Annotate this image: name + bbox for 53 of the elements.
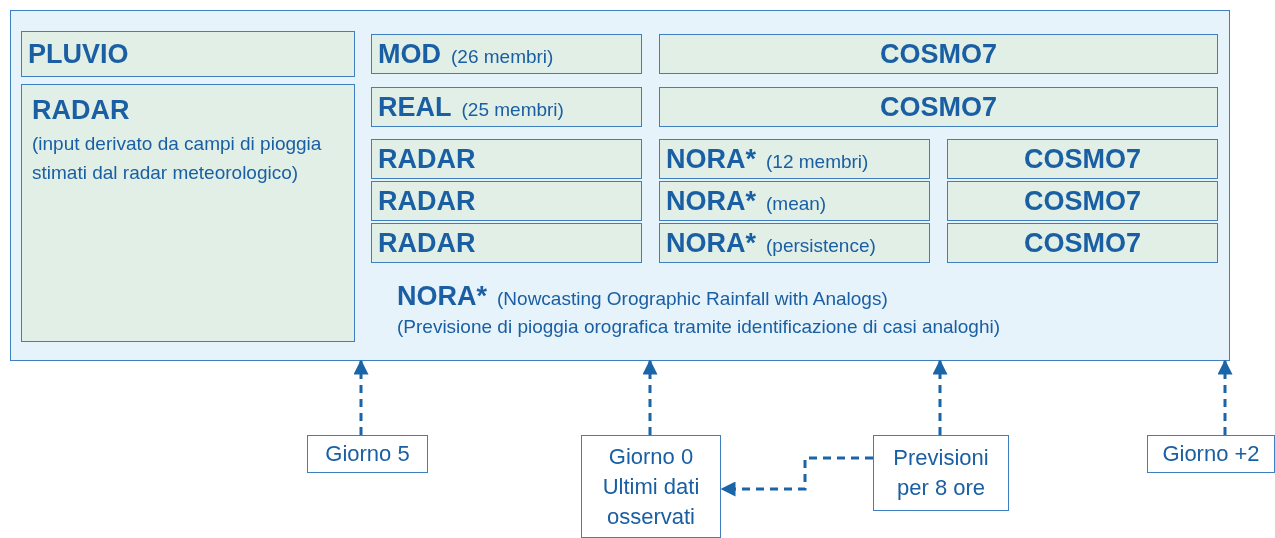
model-box (371, 87, 642, 127)
box-title: COSMO7 (1024, 144, 1141, 174)
dashed-arrow (1217, 359, 1233, 435)
note-title: NORA* (397, 281, 487, 311)
model-box (21, 84, 355, 342)
model-box (659, 139, 930, 179)
model-box (659, 181, 930, 221)
time-label: Giorno 5 (325, 440, 410, 468)
box-title: RADAR (378, 228, 476, 258)
model-box (947, 181, 1218, 221)
box-title: REAL (378, 92, 452, 122)
model-box (371, 34, 642, 74)
time-label-box (307, 435, 428, 473)
box-title: COSMO7 (1024, 228, 1141, 258)
note-text: (Nowcasting Orographic Rainfall with Analogs) (497, 288, 888, 309)
model-chain-panel (10, 10, 1230, 361)
time-label: Previsioni per 8 ore (892, 444, 990, 502)
box-title: RADAR (378, 144, 476, 174)
model-box (371, 139, 642, 179)
model-box (371, 181, 642, 221)
box-title: MOD (378, 39, 441, 69)
model-box (659, 34, 1218, 74)
box-subtitle: (26 membri) (451, 46, 554, 67)
model-box (659, 87, 1218, 127)
box-title: RADAR (378, 186, 476, 216)
model-box (659, 223, 930, 263)
model-box (371, 223, 642, 263)
box-subtitle: (mean) (766, 193, 827, 214)
model-box (947, 223, 1218, 263)
dashed-arrow (932, 359, 948, 435)
box-subtitle: (persistence) (766, 235, 876, 256)
note-text: (Previsione di pioggia orografica tramite identificazione di casi analoghi) (397, 315, 1001, 339)
time-label: Giorno +2 (1162, 440, 1260, 468)
time-label-box (581, 435, 721, 538)
model-box (947, 139, 1218, 179)
box-subtitle: (25 membri) (461, 99, 564, 120)
box-title: COSMO7 (1024, 186, 1141, 216)
box-title: PLUVIO (28, 39, 129, 69)
dashed-arrow (642, 359, 658, 435)
dashed-arrow (720, 456, 873, 497)
box-subtitle: (input derivato da campi di pioggia stimati dal radar meteorologico) (32, 132, 323, 185)
time-label-box (873, 435, 1009, 511)
box-title: COSMO7 (880, 92, 997, 122)
box-title: NORA* (666, 144, 756, 174)
box-title: NORA* (666, 186, 756, 216)
dashed-arrow (353, 359, 369, 435)
time-label: Giorno 0 Ultimi dati osservati (601, 442, 701, 531)
box-title: RADAR (32, 94, 131, 127)
box-title: NORA* (666, 228, 756, 258)
time-label-box (1147, 435, 1275, 473)
box-subtitle: (12 membri) (766, 151, 869, 172)
box-title: COSMO7 (880, 39, 997, 69)
model-box (21, 31, 355, 77)
